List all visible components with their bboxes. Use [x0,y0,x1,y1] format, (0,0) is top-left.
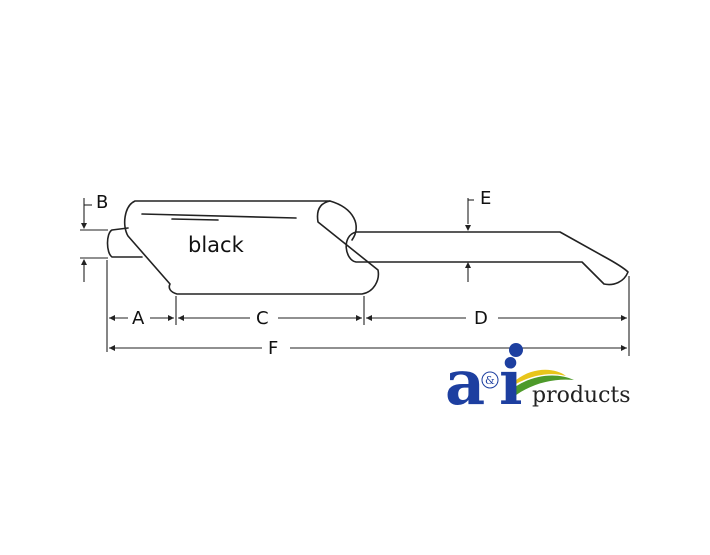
dimension-label-c: C [256,308,269,329]
dimension-label-a: A [132,308,145,329]
dimension-label-d: D [474,308,488,329]
dimension-label-f: F [268,338,278,359]
body-highlight-line-short [171,218,219,221]
logo-letter-a: a [445,346,485,419]
logo-swoosh-green [508,375,574,398]
logo-ampersand-badge [481,371,499,389]
body-label: black [188,233,245,257]
logo-i-dot [509,343,523,357]
body-highlight-line [141,213,297,219]
dimension-label-e: E [480,188,491,209]
logo-wordmark: products [532,383,631,408]
dimension-label-b: B [96,192,108,213]
inlet-pipe [106,227,143,258]
logo-swoosh-yellow [516,369,566,384]
logo-letter-i: i [499,346,523,419]
ai-products-logo: a & i products [445,343,631,419]
logo-ampersand: & [485,374,495,387]
tailpipe [345,231,629,286]
outlet-end-cap [329,200,357,241]
